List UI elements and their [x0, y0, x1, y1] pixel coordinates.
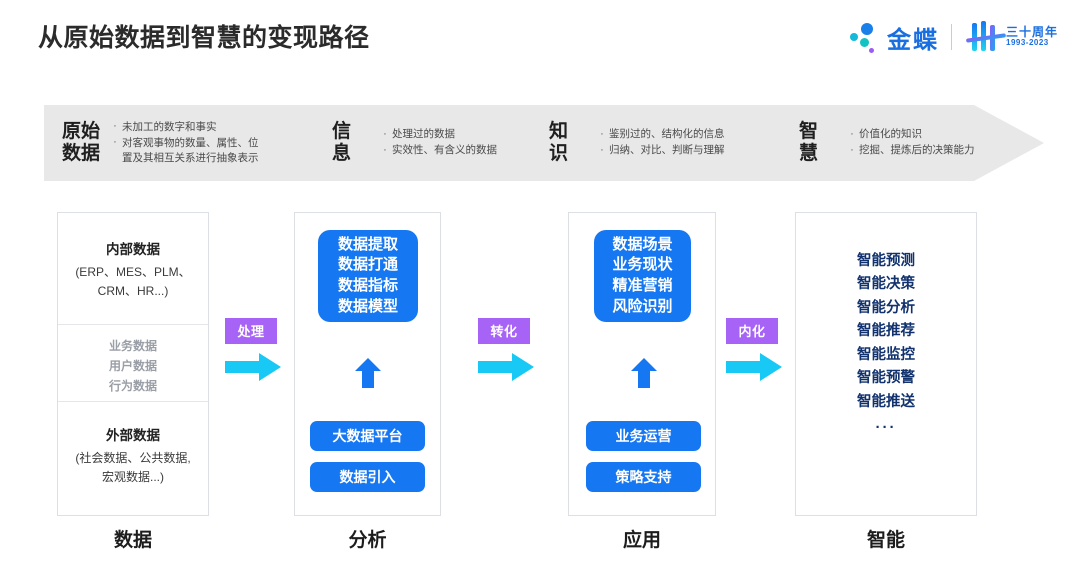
application-operation-pill[interactable]: 业务运营: [586, 421, 701, 451]
column-label-intelligence: 智能: [866, 530, 905, 551]
list-item: 智能决策: [857, 276, 915, 293]
connector-label: 处理: [225, 318, 277, 344]
band-stage-title: 原始 数据: [62, 120, 101, 164]
band-stage-bullets: ·价值化的知识 ·挖掘、提炼后的决策能力: [845, 127, 974, 159]
data-types-section: 业务数据 用户数据 行为数据: [58, 325, 208, 402]
brand-name: 金蝶: [887, 26, 939, 54]
connector-transform: 转化: [478, 318, 534, 381]
column-card-data: 内部数据 (ERP、MES、PLM、 CRM、HR...) 业务数据 用户数据 …: [57, 212, 209, 516]
list-item: 智能预警: [857, 370, 915, 387]
analysis-capability-item: 数据指标: [337, 277, 398, 294]
connector-process: 处理: [225, 318, 281, 381]
list-item: 智能推送: [857, 393, 915, 410]
application-scenario-item: 风险识别: [612, 297, 673, 315]
bullet-dot-icon: ·: [113, 136, 117, 149]
connector-label: 转化: [478, 318, 530, 344]
column-label-analysis: 分析: [348, 530, 387, 551]
application-scenario-block: 数据场景 业务现状 精准营销 风险识别: [594, 230, 691, 322]
list-item: 智能推荐: [857, 323, 915, 340]
list-item: 智能分析: [857, 299, 915, 316]
analysis-platform-pill[interactable]: 大数据平台: [310, 421, 425, 451]
anniversary-years: 1993-2023: [1006, 38, 1049, 47]
right-arrow-icon: [726, 353, 782, 381]
bullet-dot-icon: ·: [600, 144, 604, 156]
data-type-item: 行为数据: [108, 378, 157, 393]
data-type-item: 用户数据: [108, 358, 157, 373]
analysis-capability-item: 数据提取: [337, 235, 398, 253]
external-data-sub-line1: (社会数据、公共数据,: [75, 451, 191, 465]
right-arrow-icon: [478, 353, 534, 381]
band-stage-information: 信 息 ·处理过的数据 ·实效性、有含义的数据: [332, 105, 497, 181]
band-stage-title: 智 慧: [799, 120, 819, 164]
application-scenario-item: 业务现状: [612, 256, 673, 274]
internal-data-sub-line1: (ERP、MES、PLM、: [75, 265, 191, 279]
data-type-item: 业务数据: [108, 339, 157, 353]
page-title: 从原始数据到智慧的变现路径: [38, 24, 370, 52]
band-stage-bullets: ·未加工的数字和事实 ·对客观事物的数量、属性、位 置及其相互关系进行抽象表示: [108, 119, 258, 166]
bullet-dot-icon: ·: [600, 128, 604, 141]
band-stage-raw-data: 原始 数据 ·未加工的数字和事实 ·对客观事物的数量、属性、位 置及其相互关系进…: [62, 105, 259, 181]
intelligence-ellipsis: ···: [875, 419, 897, 437]
analysis-up-arrow-icon: [355, 358, 381, 388]
maturity-band: 原始 数据 ·未加工的数字和事实 ·对客观事物的数量、属性、位 置及其相互关系进…: [44, 105, 1044, 181]
band-stage-knowledge: 知 识 ·鉴别过的、结构化的信息 ·归纳、对比、判断与理解: [549, 105, 725, 181]
bullet-dot-icon: ·: [383, 128, 387, 141]
anniversary-mark: 三十周年 1993-2023: [964, 20, 1059, 54]
connector-label: 内化: [726, 318, 778, 344]
connector-internalize: 内化: [726, 318, 782, 381]
bullet-dot-icon: ·: [850, 144, 854, 156]
external-data-sub-line2: 宏观数据...): [102, 469, 164, 484]
brand-logo: 金蝶 三十周年 1993-2023: [847, 18, 1059, 56]
analysis-capability-block: 数据提取 数据打通 数据指标 数据模型: [318, 230, 418, 322]
band-stage-wisdom: 智 慧 ·价值化的知识 ·挖掘、提炼后的决策能力: [799, 105, 975, 181]
internal-data-title: 内部数据: [106, 242, 160, 257]
external-data-section: 外部数据 (社会数据、公共数据, 宏观数据...): [58, 402, 208, 516]
application-scenario-item: 精准营销: [612, 277, 673, 294]
bullet-dot-icon: ·: [383, 144, 387, 156]
right-arrow-icon: [225, 353, 281, 381]
internal-data-sub-line2: CRM、HR...): [97, 283, 169, 298]
band-stage-bullets: ·处理过的数据 ·实效性、有含义的数据: [378, 127, 497, 159]
anniversary-label: 三十周年: [1006, 25, 1059, 39]
bullet-dot-icon: ·: [113, 120, 117, 133]
bullet-dot-icon: ·: [850, 128, 854, 141]
list-item: 智能监控: [857, 346, 915, 363]
application-scenario-item: 数据场景: [612, 235, 673, 253]
intelligence-list: 智能预测 智能决策 智能分析 智能推荐 智能监控 智能预警 智能推送 ···: [795, 250, 977, 443]
band-stage-title: 信 息: [332, 120, 352, 164]
band-stage-title: 知 识: [549, 120, 569, 164]
anniversary-strokes-icon: [966, 21, 1006, 51]
column-card-intelligence: [795, 212, 977, 516]
analysis-capability-item: 数据模型: [337, 297, 398, 315]
external-data-title: 外部数据: [106, 428, 160, 443]
kingdee-dots-icon: [847, 20, 881, 54]
list-item: 智能预测: [857, 253, 915, 269]
column-label-data: 数据: [113, 530, 152, 551]
internal-data-section: 内部数据 (ERP、MES、PLM、 CRM、HR...): [58, 213, 208, 325]
analysis-ingest-pill[interactable]: 数据引入: [310, 462, 425, 492]
logo-divider: [951, 24, 952, 50]
analysis-capability-item: 数据打通: [337, 256, 398, 274]
column-label-application: 应用: [622, 530, 661, 551]
application-strategy-pill[interactable]: 策略支持: [586, 462, 701, 492]
band-arrow-shape: [44, 105, 1044, 181]
band-stage-bullets: ·鉴别过的、结构化的信息 ·归纳、对比、判断与理解: [595, 127, 724, 159]
application-up-arrow-icon: [631, 358, 657, 388]
